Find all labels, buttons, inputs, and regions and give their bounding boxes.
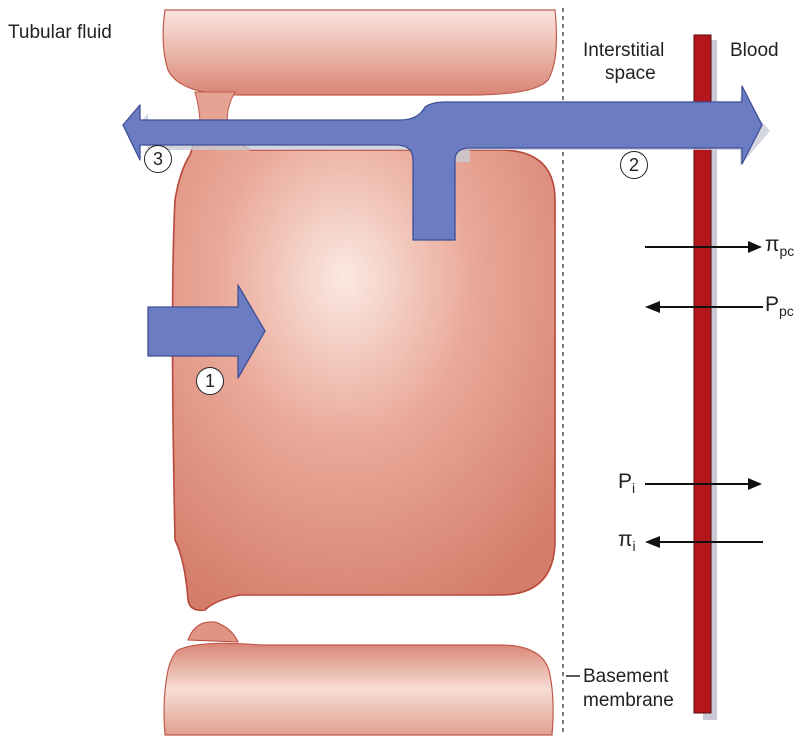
lower-tubular-cell	[163, 642, 554, 736]
epithelial-cell	[171, 122, 556, 612]
flow-arrow-2-3	[122, 85, 763, 241]
flow-arrow-1	[147, 284, 266, 379]
force-arrow-p-pc	[645, 301, 763, 313]
pathway-marker-3: 3	[144, 145, 172, 173]
blood-label: Blood	[730, 40, 779, 61]
tubular-fluid-label: Tubular fluid	[8, 22, 112, 43]
force-arrow-pi-pc	[645, 241, 762, 253]
force-label-pi-i: πi	[618, 528, 636, 555]
force-label-p-pc: Ppc	[765, 293, 794, 320]
force-arrow-pi-i	[645, 536, 763, 548]
capillary-wall	[693, 34, 712, 714]
upper-tubular-cell	[162, 9, 558, 96]
basement-membrane-label-line2: membrane	[583, 690, 674, 711]
force-arrow-p-i	[645, 478, 762, 490]
pathway-marker-2: 2	[620, 151, 648, 179]
force-label-p-i: Pi	[618, 470, 636, 497]
pathway-marker-1: 1	[196, 367, 224, 395]
basement-membrane-label-line1: Basement	[583, 666, 669, 687]
lower-tight-junction	[187, 621, 239, 643]
interstitial-space-label-line1: Interstitial	[583, 40, 665, 61]
interstitial-space-label-line2: space	[605, 63, 656, 84]
force-label-pi-pc: πpc	[765, 233, 795, 260]
